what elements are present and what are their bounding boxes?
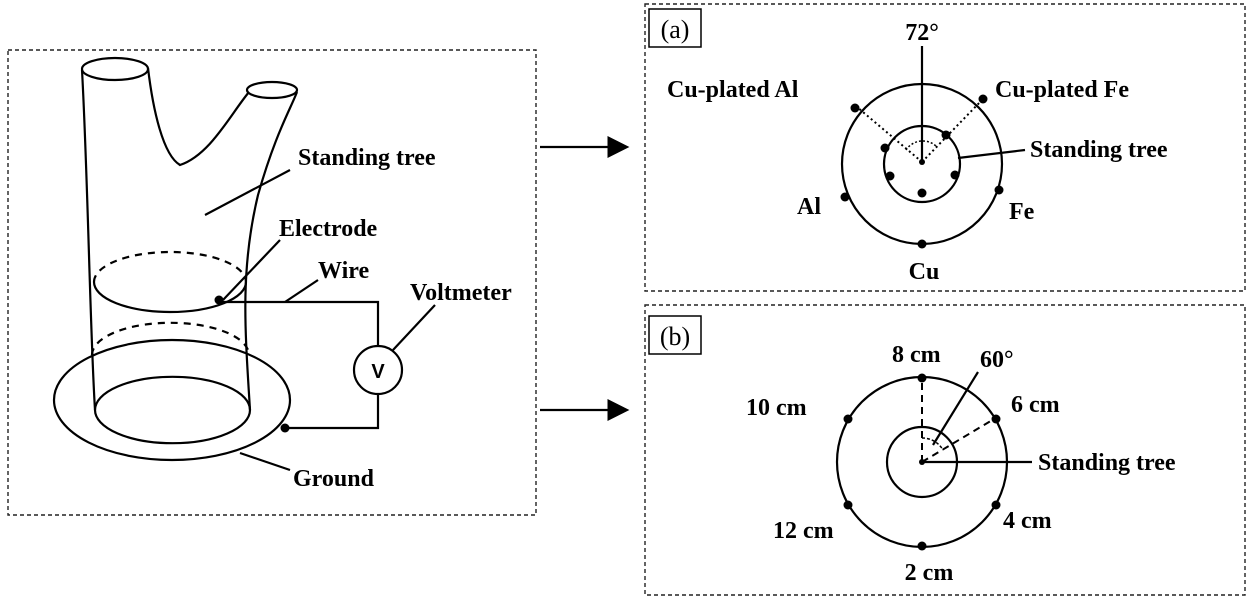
label-al: Al — [797, 194, 821, 220]
wire-bottom — [285, 395, 380, 430]
panel-a: (a) 72° Cu-plated Al Cu-plated Fe Standi… — [644, 3, 1246, 292]
label-standing-tree-a: Standing tree — [1030, 137, 1168, 163]
angle-arc-a — [905, 140, 937, 151]
label-wire: Wire — [318, 258, 369, 284]
panel-a-tag-box — [648, 8, 702, 48]
tree-trunk — [80, 56, 299, 411]
panel-b-tag: (b) — [660, 322, 690, 351]
wire-top — [219, 300, 380, 345]
voltmeter-leader — [392, 304, 436, 351]
electrode-points-a — [840, 94, 1004, 249]
panel-b-tag-box — [648, 315, 702, 355]
electrode-leader — [222, 239, 281, 301]
label-2cm: 2 cm — [905, 560, 954, 586]
label-cu: Cu — [909, 259, 940, 285]
dotted-ray-fe — [921, 99, 983, 163]
panel-a-tag: (a) — [661, 15, 690, 44]
setup-panel: V Standing tree Electrode Wire Voltmeter… — [7, 49, 537, 516]
wire-leader — [284, 279, 319, 303]
ground-ring — [52, 338, 292, 462]
angle-label-b: 60° — [980, 347, 1014, 373]
tree-leader-a — [957, 148, 1026, 160]
label-10cm: 10 cm — [746, 395, 807, 421]
ground-contact-point — [280, 423, 290, 433]
label-12cm: 12 cm — [773, 518, 834, 544]
setup-frame — [7, 49, 537, 516]
label-cu-plated-fe: Cu-plated Fe — [995, 77, 1129, 103]
panel-b: (b) 60° 8 cm 6 cm 10 cm Standing tree 12… — [644, 304, 1246, 596]
voltmeter-icon: V — [352, 344, 404, 396]
svg-text:V: V — [371, 361, 385, 383]
dotted-ray-al — [856, 106, 923, 163]
measurement-points-b — [843, 373, 1001, 551]
angle-label-a: 72° — [905, 20, 939, 46]
label-ground: Ground — [293, 466, 375, 492]
label-standing-tree-b: Standing tree — [1038, 450, 1176, 476]
label-electrode: Electrode — [279, 216, 378, 242]
label-8cm: 8 cm — [892, 342, 941, 368]
label-4cm: 4 cm — [1003, 508, 1052, 534]
tree-leader — [204, 169, 291, 216]
dashed-ray-6cm — [921, 418, 995, 463]
label-cu-plated-al: Cu-plated Al — [667, 77, 799, 103]
label-voltmeter: Voltmeter — [410, 280, 512, 306]
panel-b-frame — [644, 304, 1246, 596]
label-fe: Fe — [1009, 199, 1035, 225]
label-6cm: 6 cm — [1011, 392, 1060, 418]
panel-a-frame — [644, 3, 1246, 292]
angle-leader-b — [932, 371, 979, 446]
ground-leader — [239, 451, 291, 472]
electrode-point — [214, 295, 224, 305]
label-standing-tree: Standing tree — [298, 145, 436, 171]
